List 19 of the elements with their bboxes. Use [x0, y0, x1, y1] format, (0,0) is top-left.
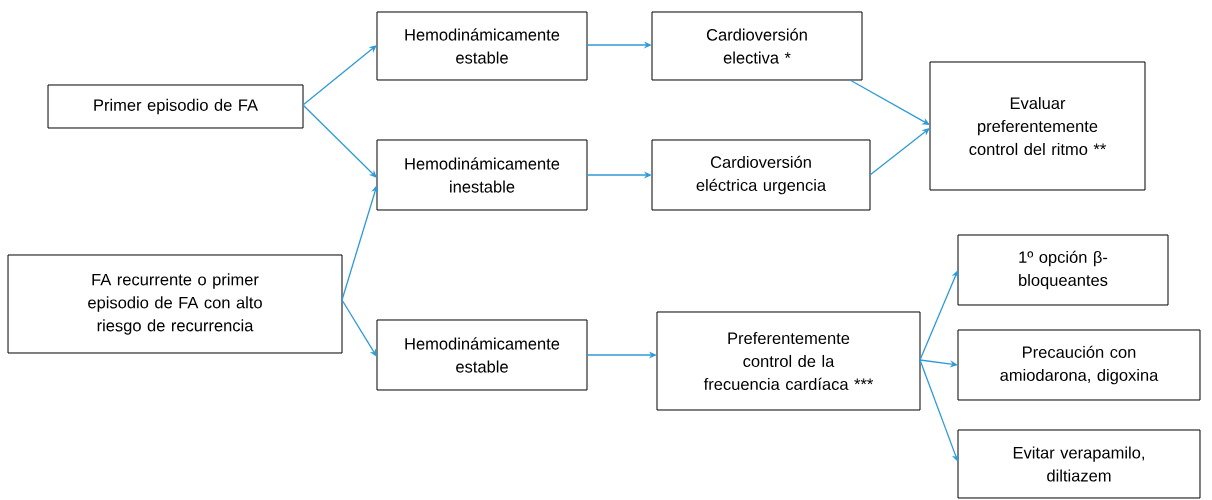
process-box: Hemodinámicamente estable [376, 319, 588, 391]
process-box: Evaluar preferentemente control del ritmo ** [929, 61, 1146, 191]
process-box: Primer episodio de FA [47, 84, 304, 129]
process-box: Preferentemente control de la frecuencia cardíaca *** [656, 311, 921, 411]
arrow [341, 299, 377, 357]
process-box: Precaución con amiodarona, digoxina [957, 329, 1201, 401]
arrow [919, 270, 959, 361]
arrow [919, 359, 959, 462]
arrow [869, 128, 930, 176]
arrow [849, 79, 930, 125]
process-box: Evitar verapamilo, diltiazem [957, 429, 1201, 499]
process-box: Cardioversión eléctrica urgencia [651, 139, 871, 211]
arrow [302, 45, 377, 106]
process-box: Cardioversión electiva * [651, 11, 863, 81]
process-box: 1º opción β-bloqueantes [957, 234, 1169, 306]
process-box: FA recurrente o primer episodio de FA con alto riesgo de recurrencia [7, 254, 343, 354]
process-box: Hemodinámicamente estable [376, 11, 588, 81]
arrow [302, 104, 377, 178]
process-box: Hemodinámicamente inestable [376, 139, 588, 211]
